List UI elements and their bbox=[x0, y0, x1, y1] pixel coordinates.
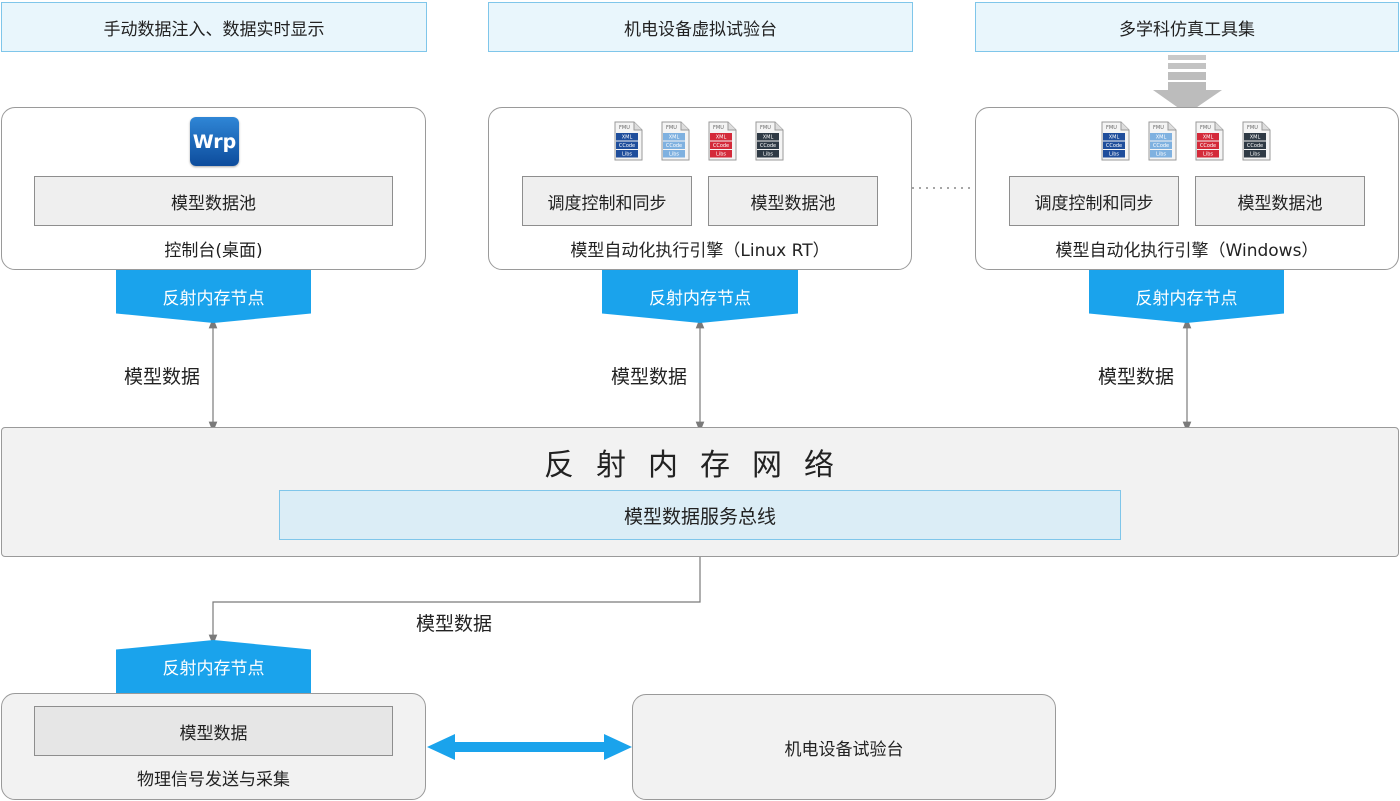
svg-text:XML: XML bbox=[716, 135, 727, 141]
svg-text:FMU: FMU bbox=[619, 125, 630, 131]
svg-text:Libs: Libs bbox=[1250, 152, 1260, 158]
linux-sched-box: 调度控制和同步 bbox=[522, 176, 692, 226]
rm-node-console: 反射内存节点 bbox=[116, 270, 311, 323]
console-caption: 控制台(桌面) bbox=[164, 241, 263, 261]
windows-data-pool: 模型数据池 bbox=[1195, 176, 1365, 226]
linux-data-pool: 模型数据池 bbox=[708, 176, 878, 226]
svg-text:XML: XML bbox=[1203, 135, 1214, 141]
svg-text:CCode: CCode bbox=[760, 143, 776, 149]
wrp-logo-icon: Wrp bbox=[190, 117, 239, 166]
svg-text:FMU: FMU bbox=[1200, 125, 1211, 131]
model-data-service-bus: 模型数据服务总线 bbox=[279, 490, 1121, 540]
svg-text:CCode: CCode bbox=[619, 143, 635, 149]
model-data-label-windows: 模型数据 bbox=[1098, 366, 1175, 388]
svg-text:FMU: FMU bbox=[1106, 125, 1117, 131]
svg-text:FMU: FMU bbox=[1247, 125, 1258, 131]
svg-text:Libs: Libs bbox=[716, 152, 726, 158]
svg-text:XML: XML bbox=[763, 135, 774, 141]
down-arrow-icon bbox=[1153, 55, 1222, 114]
svg-text:XML: XML bbox=[1109, 135, 1120, 141]
svg-text:Libs: Libs bbox=[1109, 152, 1119, 158]
svg-text:XML: XML bbox=[1156, 135, 1167, 141]
svg-text:CCode: CCode bbox=[1153, 143, 1169, 149]
rm-node-physical: 反射内存节点 bbox=[116, 640, 311, 693]
svg-text:CCode: CCode bbox=[1247, 143, 1263, 149]
rm-node-linux: 反射内存节点 bbox=[602, 270, 798, 323]
arrow-bus-physical bbox=[208, 534, 705, 646]
svg-text:Libs: Libs bbox=[622, 152, 632, 158]
windows-sched-box: 调度控制和同步 bbox=[1009, 176, 1179, 226]
linux-engine-caption: 模型自动化执行引擎（Linux RT） bbox=[570, 241, 830, 261]
windows-engine-caption: 模型自动化执行引擎（Windows） bbox=[1055, 241, 1319, 261]
rm-network-title: 反射内存网络 bbox=[544, 448, 856, 483]
double-arrow-physical-testbed bbox=[427, 734, 632, 760]
svg-text:FMU: FMU bbox=[713, 125, 724, 131]
svg-text:Libs: Libs bbox=[763, 152, 773, 158]
svg-text:XML: XML bbox=[622, 135, 633, 141]
svg-text:FMU: FMU bbox=[760, 125, 771, 131]
model-data-label-console: 模型数据 bbox=[124, 366, 201, 388]
header-manual-data: 手动数据注入、数据实时显示 bbox=[1, 2, 427, 52]
header-simulation-tools: 多学科仿真工具集 bbox=[975, 2, 1399, 52]
console-data-pool: 模型数据池 bbox=[34, 176, 393, 226]
svg-text:XML: XML bbox=[1250, 135, 1261, 141]
model-data-label-linux: 模型数据 bbox=[611, 366, 688, 388]
header-virtual-testbed: 机电设备虚拟试验台 bbox=[488, 2, 913, 52]
svg-text:CCode: CCode bbox=[1200, 143, 1216, 149]
svg-text:Libs: Libs bbox=[669, 152, 679, 158]
svg-text:Libs: Libs bbox=[1203, 152, 1213, 158]
svg-text:XML: XML bbox=[669, 135, 680, 141]
svg-text:Libs: Libs bbox=[1156, 152, 1166, 158]
model-data-label-bottom: 模型数据 bbox=[416, 613, 493, 635]
svg-text:FMU: FMU bbox=[1153, 125, 1164, 131]
physical-caption: 物理信号发送与采集 bbox=[137, 770, 290, 790]
testbed-panel: 机电设备试验台 bbox=[632, 694, 1056, 800]
rm-node-windows: 反射内存节点 bbox=[1089, 270, 1284, 323]
svg-text:FMU: FMU bbox=[666, 125, 677, 131]
svg-text:CCode: CCode bbox=[1106, 143, 1122, 149]
svg-text:CCode: CCode bbox=[713, 143, 729, 149]
physical-data-box: 模型数据 bbox=[34, 706, 393, 756]
svg-text:CCode: CCode bbox=[666, 143, 682, 149]
